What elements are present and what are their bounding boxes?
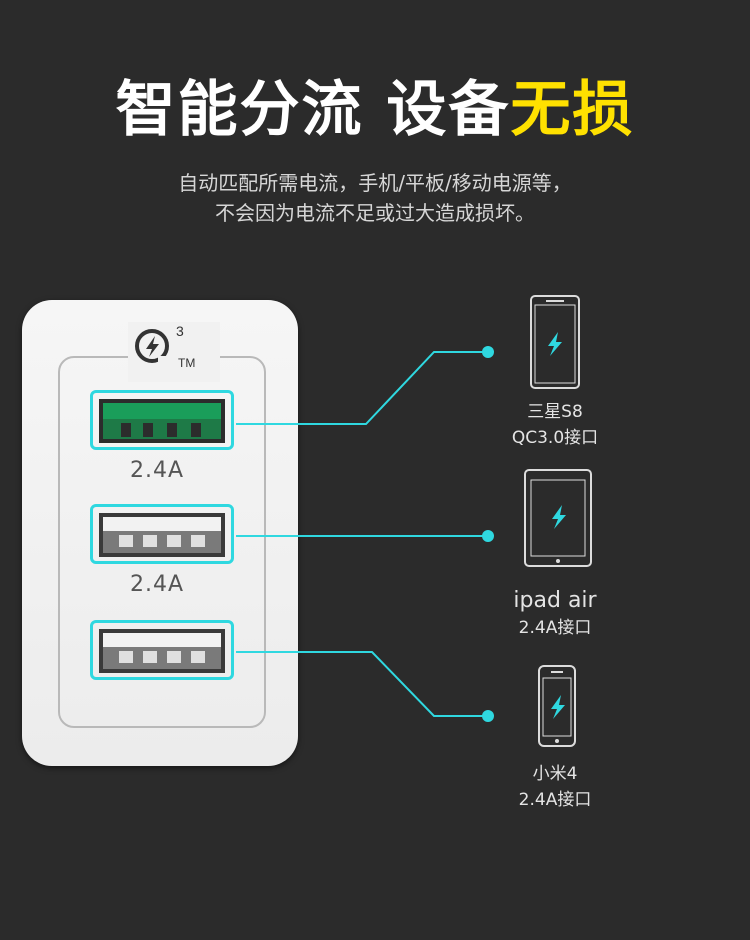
headline: 智能分流 设备无损 [0, 72, 750, 148]
device-1-port: QC3.0接口 [511, 428, 599, 448]
subtitle-line-1: 自动匹配所需电流，手机/平板/移动电源等， [178, 171, 572, 195]
usb-port-3 [90, 620, 234, 680]
phone-icon [538, 665, 576, 747]
usb-port-qc3 [90, 390, 234, 450]
device-2-name: ipad air [513, 588, 597, 613]
quick-charge-bolt-icon: 3 TM [135, 323, 195, 370]
subtitle-line-2: 不会因为电流不足或过大造成损坏。 [215, 201, 535, 225]
tablet-icon [524, 469, 592, 567]
usb-port-3-graphic [99, 629, 225, 673]
connector-line-3 [236, 651, 488, 717]
connector-line-1 [236, 351, 488, 425]
logo-trademark: TM [178, 356, 195, 370]
device-3-name: 小米4 [532, 764, 578, 784]
usb-port-2-graphic [99, 513, 225, 557]
headline-accent: 无损 [510, 75, 635, 145]
connector-dot-2 [482, 530, 494, 542]
usb-port-2 [90, 504, 234, 564]
device-1-name: 三星S8 [527, 402, 583, 422]
headline-main: 智能分流 设备 [115, 75, 511, 145]
device-3-port: 2.4A接口 [518, 790, 592, 810]
connector-dot-3 [482, 710, 494, 722]
port-1-label: 2.4A [130, 458, 185, 483]
connector-dot-1 [482, 346, 494, 358]
logo-superscript: 3 [176, 323, 184, 339]
device-2-port: 2.4A接口 [518, 618, 592, 638]
smartphone-icon [530, 295, 580, 389]
usb-charger: 3 TM 2.4A [22, 300, 298, 766]
quick-charge-logo: 3 TM [128, 322, 220, 382]
port-2-label: 2.4A [130, 572, 185, 597]
usb-port-qc3-graphic [99, 399, 225, 443]
